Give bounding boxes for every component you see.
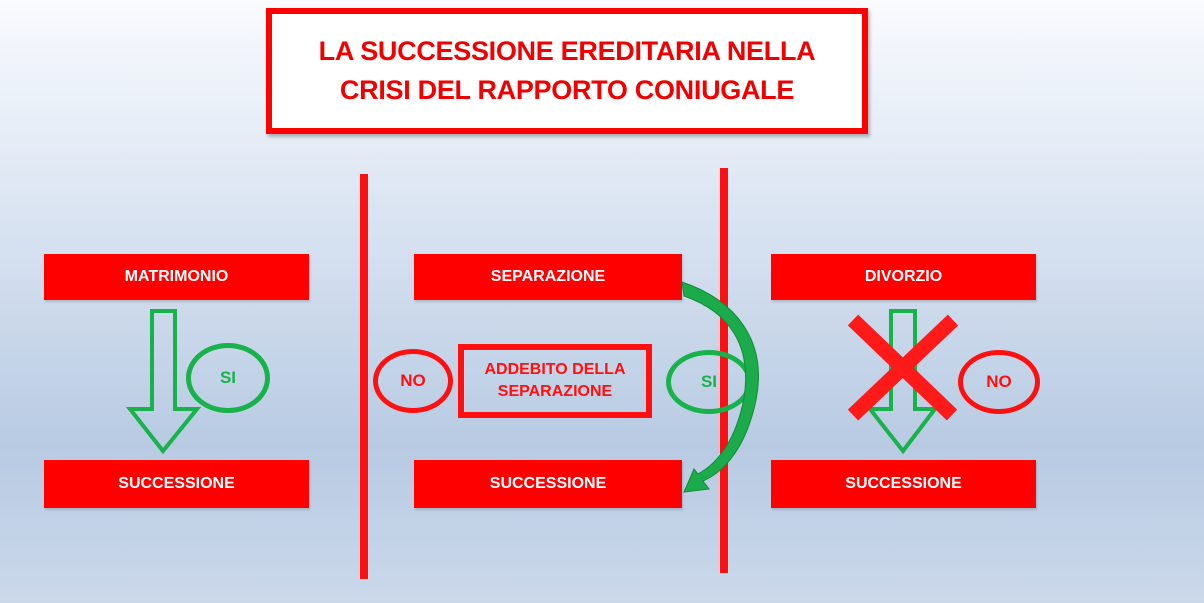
divorzio-down-arrow xyxy=(865,309,940,455)
separazione-curved-arrow xyxy=(681,281,759,493)
title-line-2: CRISI DEL RAPPORTO CONIUGALE xyxy=(339,75,795,105)
title-line-1: LA SUCCESSIONE EREDITARIA NELLA xyxy=(318,36,816,66)
divorzio-no-ellipse: NO xyxy=(958,350,1040,414)
matrimonio-successione-label: SUCCESSIONE xyxy=(44,460,309,508)
matrimonio-down-arrow xyxy=(125,309,202,455)
addebito-line-1: ADDEBITO DELLA xyxy=(484,361,626,378)
separazione-successione-label: SUCCESSIONE xyxy=(414,460,682,508)
divorzio-label: DIVORZIO xyxy=(771,254,1036,300)
divider-left xyxy=(360,174,368,579)
addebito-box: ADDEBITO DELLA SEPARAZIONE xyxy=(458,344,652,418)
matrimonio-si-ellipse: SI xyxy=(186,343,270,413)
divorzio-successione-label: SUCCESSIONE xyxy=(771,460,1036,508)
separazione-label: SEPARAZIONE xyxy=(414,254,682,300)
divorzio-cross-icon xyxy=(847,314,959,421)
matrimonio-label: MATRIMONIO xyxy=(44,254,309,300)
separazione-no-ellipse: NO xyxy=(373,349,453,413)
diagram-title: LA SUCCESSIONE EREDITARIA NELLA CRISI DE… xyxy=(266,8,868,134)
addebito-line-2: SEPARAZIONE xyxy=(497,383,613,400)
